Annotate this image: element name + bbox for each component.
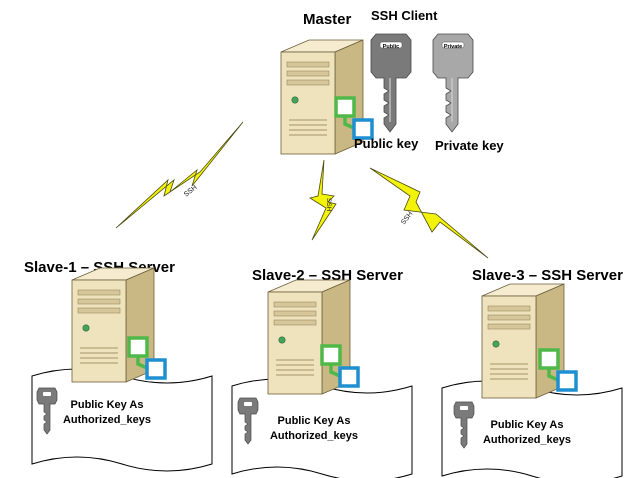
master-node: Master xyxy=(280,11,374,155)
master-title: Master xyxy=(303,11,352,28)
ssh-link-label: SSH xyxy=(183,184,199,198)
ssh-link-1: SSH xyxy=(115,121,244,229)
slave-3-note-line2: Authorized_keys xyxy=(483,434,571,446)
slave-2-server-icon xyxy=(267,279,351,395)
slave-3-server-icon xyxy=(481,283,565,399)
public-key-label: Public key xyxy=(354,136,419,151)
slave-2-title: Slave-2 – SSH Server xyxy=(252,267,403,284)
ssh-link-3: SSH xyxy=(369,167,489,259)
slave-1-note-line1: Public Key As xyxy=(71,399,144,411)
lightning-icon xyxy=(308,159,337,241)
lightning-icon xyxy=(369,167,489,259)
slave-3-title: Slave-3 – SSH Server xyxy=(472,267,623,284)
slave-2-note-line1: Public Key As xyxy=(278,415,351,427)
private-key-label: Private key xyxy=(435,138,504,153)
slave-3-node: Slave-3 – SSH Server Public Key As Autho… xyxy=(441,267,623,478)
lightning-icon xyxy=(115,121,244,229)
ssh-link-label: SSH xyxy=(325,198,332,212)
public-key-icon: Public xyxy=(370,33,412,133)
slave-1-note-line2: Authorized_keys xyxy=(63,414,151,426)
public-key-tag: Public xyxy=(383,44,400,50)
slave-2-node: Slave-2 – SSH Server Public Key As Autho… xyxy=(231,267,413,478)
slave-2-note-line2: Authorized_keys xyxy=(270,430,358,442)
slave-1-node: Slave-1 – SSH Server Public Key As Autho… xyxy=(24,259,213,472)
slave-3-note-line1: Public Key As xyxy=(491,419,564,431)
private-key-icon: Private xyxy=(432,33,474,133)
ssh-client-group: SSH Client Public Private Public key Pri… xyxy=(354,8,504,153)
ssh-link-2: SSH xyxy=(308,159,337,241)
ssh-link-label: SSH xyxy=(400,211,414,227)
ssh-client-label: SSH Client xyxy=(371,8,438,23)
private-key-tag: Private xyxy=(444,44,462,50)
